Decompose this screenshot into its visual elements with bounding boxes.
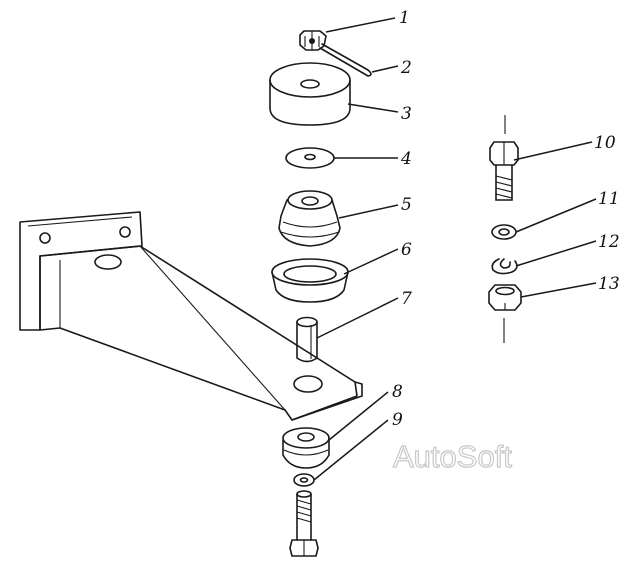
lower-bushing (282, 427, 330, 469)
rubber-cushion (269, 62, 351, 126)
hex-bolt (489, 115, 519, 201)
spacer-sleeve (296, 316, 318, 363)
flange-hole-right (119, 226, 131, 238)
rubber-bushing (278, 190, 341, 247)
cotter-pin (319, 43, 372, 77)
flange-hole-left (39, 232, 51, 244)
callout-labels: 1 2 3 4 5 6 7 8 9 10 11 12 13 (392, 8, 620, 430)
callout-13: 13 (598, 274, 620, 294)
watermark: AutoSoft (393, 439, 512, 474)
callout-10: 10 (594, 133, 616, 153)
flat-washer (285, 147, 335, 169)
callout-2: 2 (400, 58, 412, 78)
callout-4: 4 (400, 149, 412, 169)
lock-washer (491, 224, 517, 240)
callout-9: 9 (392, 410, 403, 430)
spring-washer (491, 258, 518, 275)
lower-bolt (289, 473, 319, 557)
callout-7: 7 (401, 289, 412, 309)
bracket-mount-hole (293, 375, 323, 393)
callout-1: 1 (399, 8, 410, 28)
castle-nut (299, 30, 327, 51)
callout-8: 8 (392, 382, 403, 402)
leader-lines (313, 17, 597, 481)
callout-6: 6 (401, 240, 412, 260)
retainer-cup (271, 258, 349, 303)
callout-12: 12 (598, 232, 620, 252)
callout-11: 11 (598, 189, 620, 209)
bracket-top-hole (94, 254, 122, 270)
mounting-bracket (19, 211, 363, 421)
hex-nut (488, 284, 522, 343)
callout-3: 3 (401, 104, 412, 124)
callout-5: 5 (401, 195, 412, 215)
